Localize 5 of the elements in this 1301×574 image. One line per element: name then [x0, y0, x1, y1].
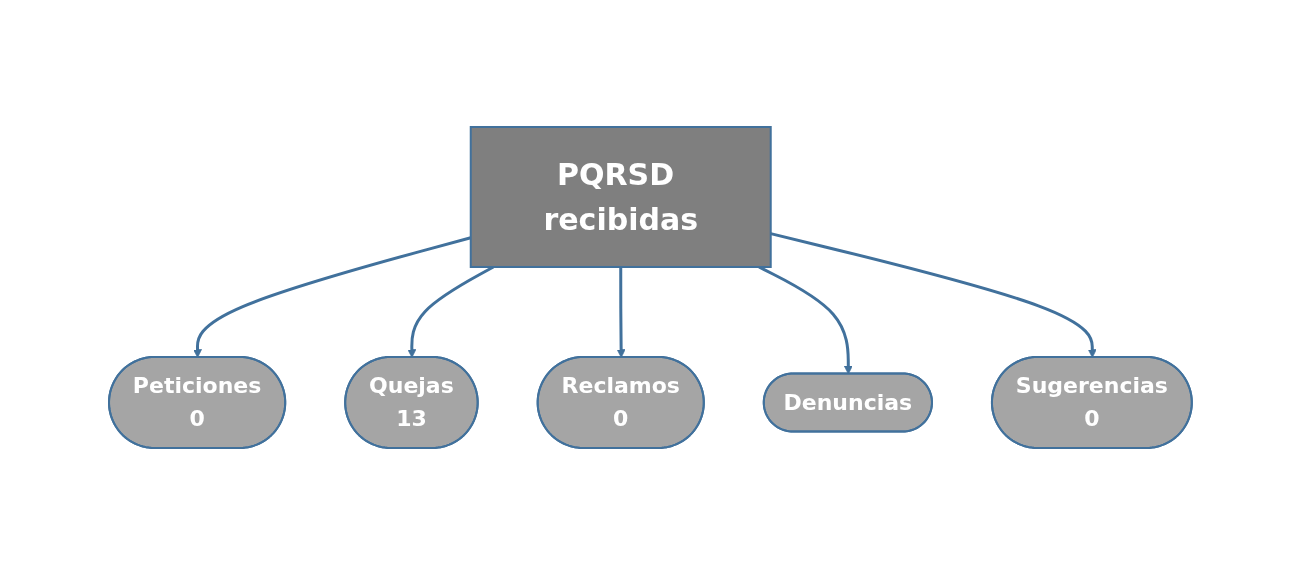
- arrow: [770, 231, 1097, 358]
- arrow: [758, 265, 853, 374]
- node-box: PQRSD recibidas: [469, 125, 772, 268]
- arrow: [616, 266, 626, 358]
- arrow: [407, 265, 495, 358]
